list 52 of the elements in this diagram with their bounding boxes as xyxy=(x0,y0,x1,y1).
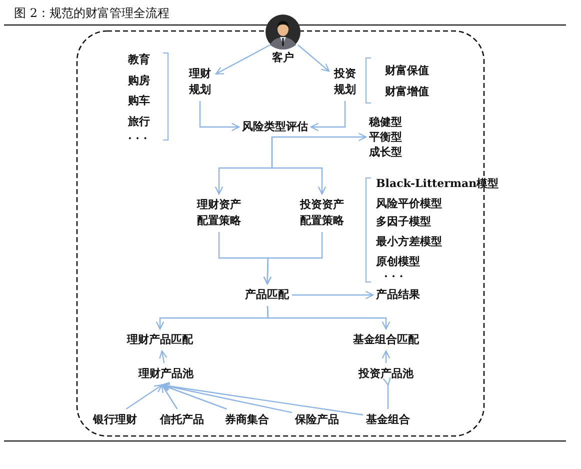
list-item: 财富保值 xyxy=(385,64,429,78)
node-label: 客户 xyxy=(271,50,295,66)
step-label: 理财产品池 xyxy=(138,366,194,382)
arrow xyxy=(298,44,330,72)
list-item: 原创模型 xyxy=(376,255,420,269)
list-item: 教育 xyxy=(128,53,150,67)
step-label: 产品匹配 xyxy=(245,287,289,303)
list-item: Black-Litterman模型 xyxy=(376,177,499,191)
step-label: 理财规划 xyxy=(187,66,213,98)
list-item: 旅行 xyxy=(128,115,150,129)
arrow xyxy=(310,101,346,132)
arrow xyxy=(271,132,367,142)
step-label: 理财资产配置策略 xyxy=(194,197,244,229)
step-label: 信托产品 xyxy=(160,412,204,428)
customer-node xyxy=(263,14,303,66)
arrow xyxy=(292,290,374,300)
step-label: 风险类型评估 xyxy=(242,119,308,135)
arrow xyxy=(159,350,168,364)
title: 图 2：规范的财富管理全流程 xyxy=(14,6,170,20)
arrow xyxy=(266,306,390,330)
step-label: 投资资产配置策略 xyxy=(297,197,347,229)
step-label: 保险产品 xyxy=(295,412,339,428)
step-label: 基金组合匹配 xyxy=(353,332,419,348)
arrow xyxy=(215,44,270,74)
arrow xyxy=(382,376,391,409)
arrow xyxy=(382,350,390,363)
list-item: 平衡型 xyxy=(369,130,403,144)
list-item: · · · xyxy=(384,270,404,284)
arrow xyxy=(199,101,240,132)
arrow xyxy=(161,384,227,410)
step-label: 理财产品匹配 xyxy=(127,332,193,348)
list-item: 购车 xyxy=(128,94,150,108)
arrow xyxy=(161,384,178,410)
list-item: 购房 xyxy=(128,74,150,88)
arrow xyxy=(126,384,163,410)
step-label: 投资产品池 xyxy=(358,366,414,382)
arrow xyxy=(271,136,326,195)
arrow xyxy=(161,382,292,414)
step-label: 银行理财 xyxy=(93,412,137,428)
list-item: 风险平价模型 xyxy=(376,197,442,211)
list-item: 成长型 xyxy=(369,144,403,160)
list-item: · · · xyxy=(128,132,148,146)
list-item: 最小方差模型 xyxy=(376,235,442,249)
list-item: 多因子模型 xyxy=(376,215,431,229)
step-label: 产品结果 xyxy=(376,287,420,303)
step-label: 投资规划 xyxy=(332,66,358,98)
arrow xyxy=(161,382,364,416)
step-label: 券商集合 xyxy=(225,412,269,428)
step-label: 基金组合 xyxy=(366,412,410,428)
arrow xyxy=(263,232,323,285)
list-item: 财富增值 xyxy=(385,85,429,99)
list-item: 稳健型 xyxy=(369,114,403,130)
